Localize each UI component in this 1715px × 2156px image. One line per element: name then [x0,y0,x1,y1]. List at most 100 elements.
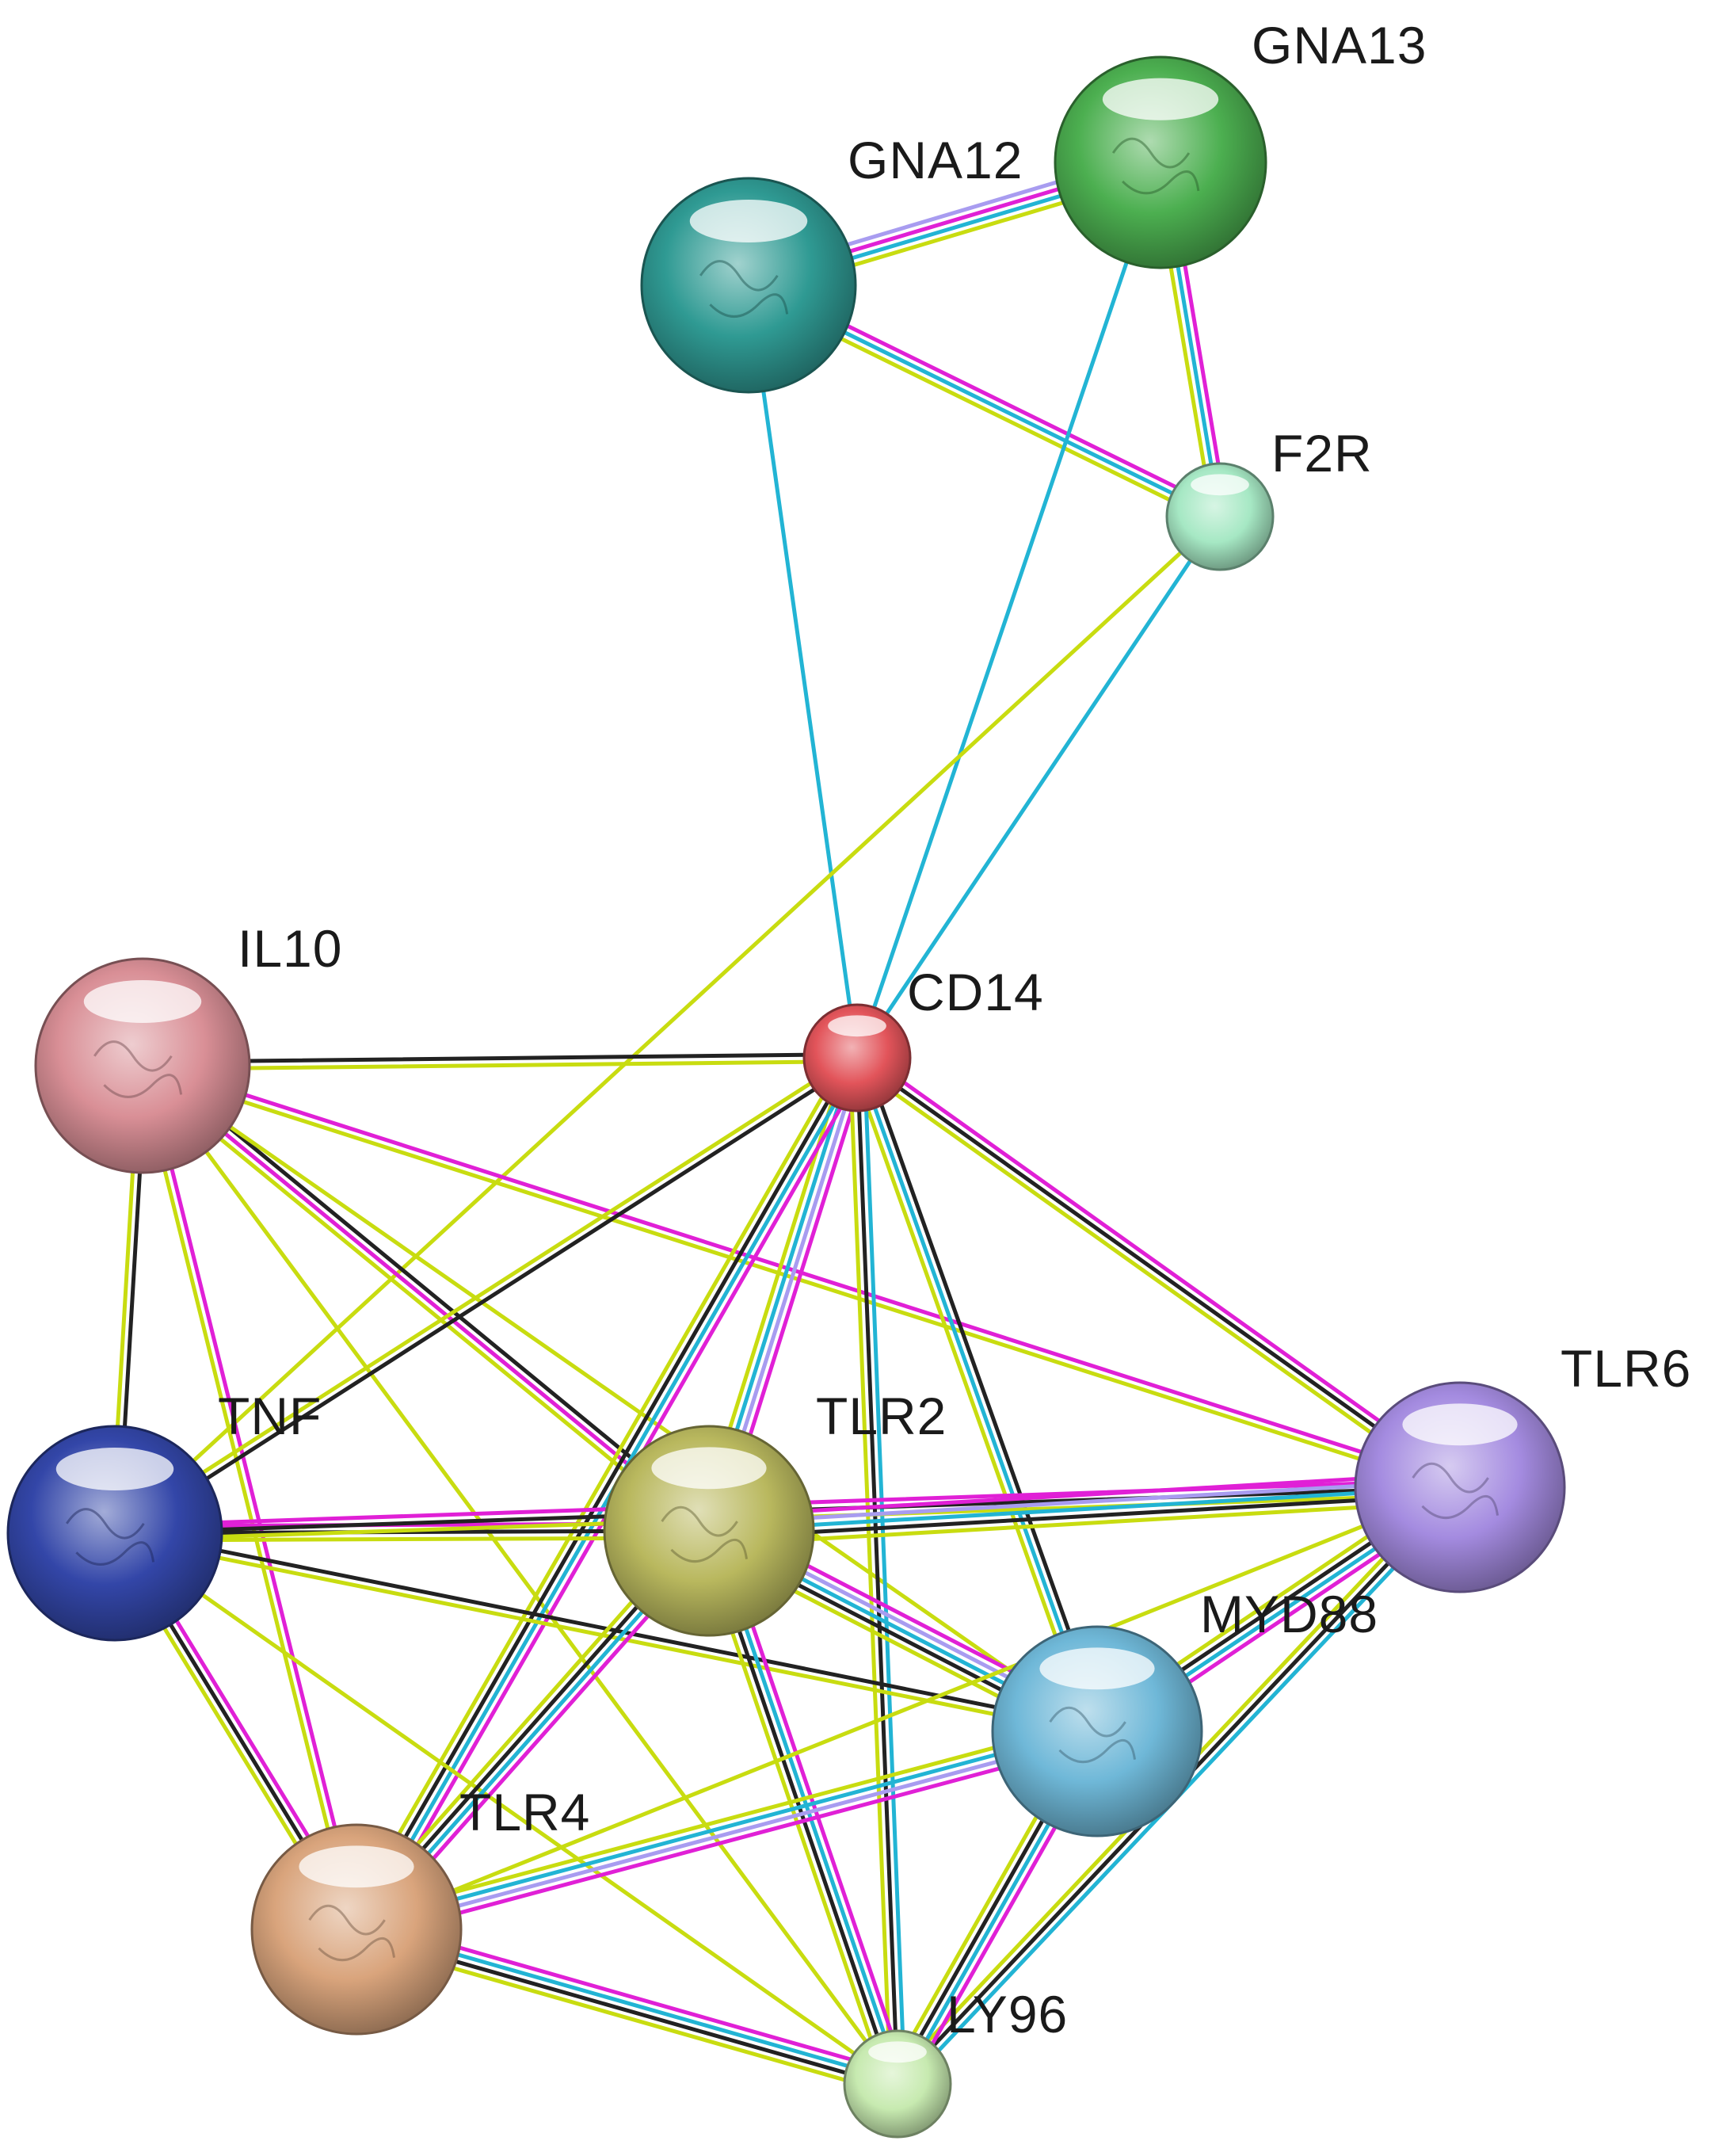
node-label-myd88: MYD88 [1200,1585,1378,1643]
edge-line-yellow [352,1719,1097,1921]
edge-cd14-tlr6 [851,1050,1466,1495]
edge-line-cyan [862,1055,907,2086]
node-sphere[interactable] [6,1425,223,1642]
edge-cd14-tnf [111,1052,861,1539]
nodes-layer [6,55,1566,2139]
edge-line-lavender [706,1478,1462,1526]
edge-line-cyan [855,160,1163,1060]
node-highlight [299,1845,414,1888]
node-highlight [1402,1403,1518,1446]
node-il10[interactable] [34,957,251,1174]
node-sphere[interactable] [991,1625,1203,1837]
node-label-gna13: GNA13 [1252,16,1427,74]
edge-line-cyan [353,1726,1099,1929]
protein-structure-icon [93,1040,183,1098]
node-sphere[interactable] [1165,462,1275,571]
node-sphere[interactable] [1054,55,1267,269]
node-myd88[interactable] [991,1625,1203,1837]
edge-line-magenta [140,1063,711,1533]
edge-line-black [707,1492,1463,1540]
node-highlight [1191,474,1249,496]
edge-il10-cd14 [140,1052,859,1071]
edge-line-yellow [140,1059,859,1071]
node-sphere[interactable] [802,1003,912,1112]
edge-f2r-cd14 [855,514,1222,1060]
edge-cd14-myd88 [848,1053,1106,1736]
node-tlr4[interactable] [250,1823,463,2036]
edge-myd88-tlr4 [352,1719,1102,1942]
edge-line-yellow [140,1063,900,2086]
edge-line-yellow [135,1069,707,1539]
edge-line-black [861,1053,1106,1731]
node-label-ly96: LY96 [947,1985,1068,2043]
node-ly96[interactable] [843,2029,952,2139]
edge-line-yellow [112,514,1222,1536]
edge-line-cyan [746,283,859,1060]
edge-gna13-cd14 [855,160,1163,1060]
edge-line-yellow [137,1064,356,1933]
edge-tlr6-tlr4 [354,1485,1462,1932]
edge-line-magenta [859,1050,1466,1484]
node-highlight [83,980,202,1023]
edge-line-magenta [706,1471,1462,1519]
edge-line-black [351,1054,856,1930]
edge-il10-myd88 [140,1063,1100,1734]
edge-line-yellow [707,1499,1463,1547]
node-f2r[interactable] [1165,462,1275,571]
edge-line-yellow [112,1534,1099,1737]
edges-layer [106,150,1469,2097]
node-highlight [828,1015,886,1037]
node-gna12[interactable] [640,177,857,394]
edge-line-yellow [851,1061,1458,1495]
edge-line-magenta [143,1063,362,1931]
node-tlr6[interactable] [1354,1381,1566,1593]
edge-line-yellow [848,1055,893,2086]
protein-structure-icon [308,1905,396,1961]
protein-structure-icon [1111,137,1200,195]
node-label-tlr6: TLR6 [1561,1339,1691,1398]
node-highlight [651,1447,767,1490]
node-label-il10: IL10 [238,919,342,978]
node-highlight [689,200,808,242]
edge-line-yellow [848,1058,1093,1736]
edge-line-yellow [140,1063,1100,1734]
edge-f2r-tnf [112,514,1222,1536]
node-label-tlr4: TLR4 [459,1783,590,1841]
edge-il10-tlr4 [137,1063,362,1933]
node-label-tlr2: TLR2 [816,1387,947,1445]
edge-line-yellow [345,1050,850,1926]
node-sphere[interactable] [603,1425,815,1637]
edge-line-cyan [707,1485,1462,1533]
edge-cd14-ly96 [848,1055,907,2086]
node-highlight [55,1448,174,1490]
node-sphere[interactable] [34,957,251,1174]
edge-line-yellow [112,1531,900,2086]
protein-structure-icon [1049,1707,1137,1763]
node-label-f2r: F2R [1271,424,1373,483]
edge-line-lavender [355,1732,1100,1935]
node-cd14[interactable] [802,1003,912,1112]
protein-structure-icon [66,1508,155,1566]
node-sphere[interactable] [640,177,857,394]
edge-line-yellow [111,1052,858,1532]
protein-structure-icon [1412,1463,1500,1519]
node-gna13[interactable] [1054,55,1267,269]
edge-tnf-ly96 [112,1531,900,2086]
node-sphere[interactable] [843,2029,952,2139]
edge-line-yellow [354,1485,1462,1932]
node-sphere[interactable] [1354,1381,1566,1593]
protein-structure-icon [699,260,789,318]
node-label-gna12: GNA12 [848,131,1023,189]
edge-line-cyan [855,514,1222,1060]
node-highlight [1102,78,1219,120]
edge-tlr2-tlr6 [706,1471,1463,1547]
protein-structure-icon [661,1506,749,1563]
edge-line-black [855,1055,1462,1490]
edge-line-cyan [855,1055,1100,1734]
edge-line-black [114,1059,861,1539]
node-tnf[interactable] [6,1425,223,1642]
node-sphere[interactable] [250,1823,463,2036]
node-tlr2[interactable] [603,1425,815,1637]
edge-line-magenta [356,1739,1102,1942]
